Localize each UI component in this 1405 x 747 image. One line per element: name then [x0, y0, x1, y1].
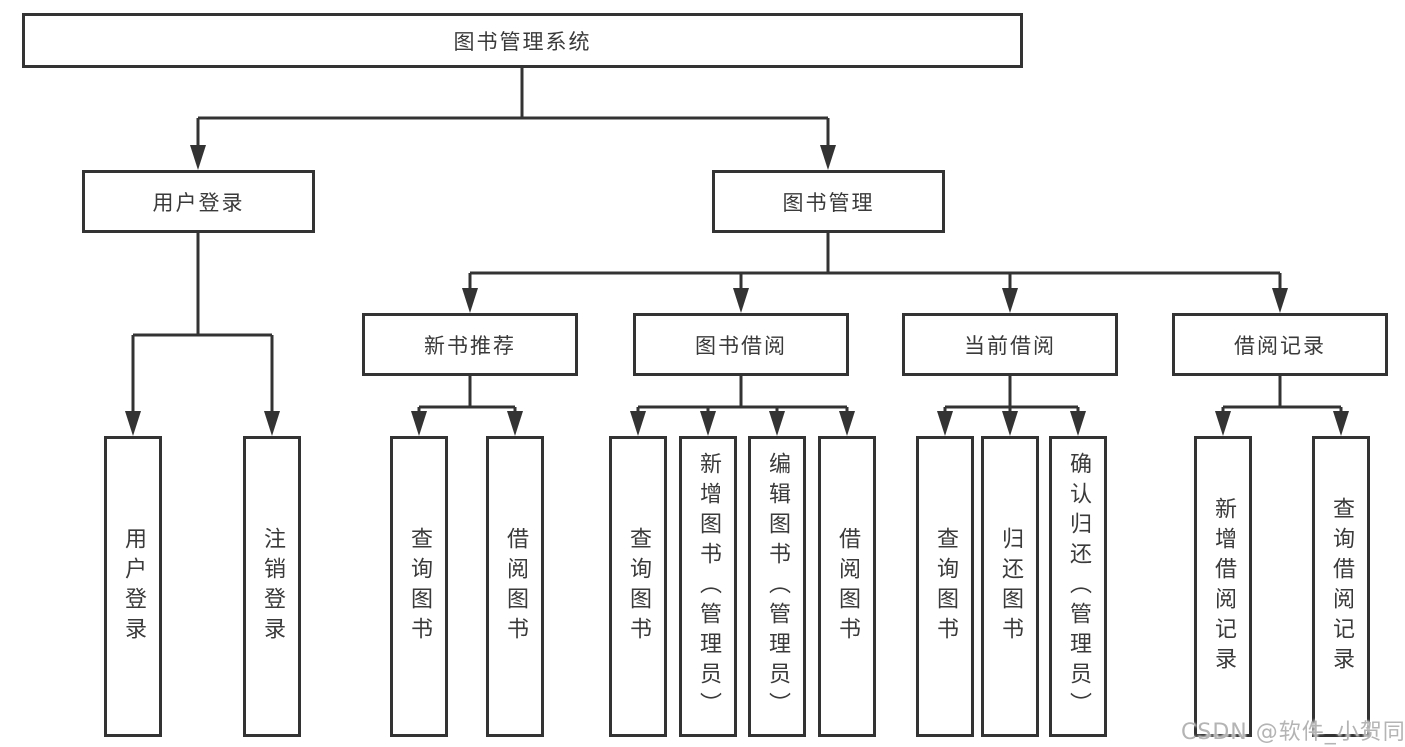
node-label: 借阅记录	[1234, 333, 1326, 358]
node-label: 图书借阅	[695, 333, 787, 358]
leaf-label: 查询图书	[626, 526, 651, 647]
node-new-book-recommend: 新书推荐	[362, 313, 578, 376]
leaf-label: 新增图书（管理员）	[696, 451, 721, 722]
leaf-query-books-borrow: 查询图书	[609, 436, 667, 737]
node-book-borrow: 图书借阅	[633, 313, 849, 376]
leaf-label: 查询图书	[933, 526, 958, 647]
leaf-label: 用户登录	[121, 526, 146, 647]
leaf-query-books-current: 查询图书	[916, 436, 974, 737]
leaf-label: 新增借阅记录	[1211, 496, 1236, 677]
leaf-label: 注销登录	[260, 526, 285, 647]
leaf-logout: 注销登录	[243, 436, 301, 737]
node-current-borrow: 当前借阅	[902, 313, 1118, 376]
leaf-label: 确认归还（管理员）	[1066, 451, 1091, 722]
leaf-user-login: 用户登录	[104, 436, 162, 737]
leaf-add-books-admin: 新增图书（管理员）	[679, 436, 737, 737]
node-borrow-records: 借阅记录	[1172, 313, 1388, 376]
csdn-watermark: CSDN @软件_小贺同学	[1181, 720, 1405, 745]
node-label: 当前借阅	[964, 333, 1056, 358]
leaf-confirm-return-admin: 确认归还（管理员）	[1049, 436, 1107, 737]
leaf-query-borrow-record: 查询借阅记录	[1312, 436, 1370, 737]
node-label: 图书管理	[782, 190, 875, 215]
leaf-query-books-rec: 查询图书	[390, 436, 448, 737]
leaf-borrow-books: 借阅图书	[818, 436, 876, 737]
node-label: 图书管理系统	[453, 29, 592, 54]
leaf-label: 查询图书	[407, 526, 432, 647]
leaf-label: 编辑图书（管理员）	[765, 451, 790, 722]
leaf-return-books: 归还图书	[981, 436, 1039, 737]
node-label: 用户登录	[152, 190, 245, 215]
leaf-edit-books-admin: 编辑图书（管理员）	[748, 436, 806, 737]
node-root-system: 图书管理系统	[22, 13, 1023, 68]
leaf-borrow-books-rec: 借阅图书	[486, 436, 544, 737]
leaf-label: 借阅图书	[503, 526, 528, 647]
node-book-management: 图书管理	[712, 170, 945, 233]
leaf-add-borrow-record: 新增借阅记录	[1194, 436, 1252, 737]
node-label: 新书推荐	[424, 333, 516, 358]
node-user-login: 用户登录	[82, 170, 315, 233]
leaf-label: 归还图书	[998, 526, 1023, 647]
leaf-label: 借阅图书	[835, 526, 860, 647]
leaf-label: 查询借阅记录	[1329, 496, 1354, 677]
